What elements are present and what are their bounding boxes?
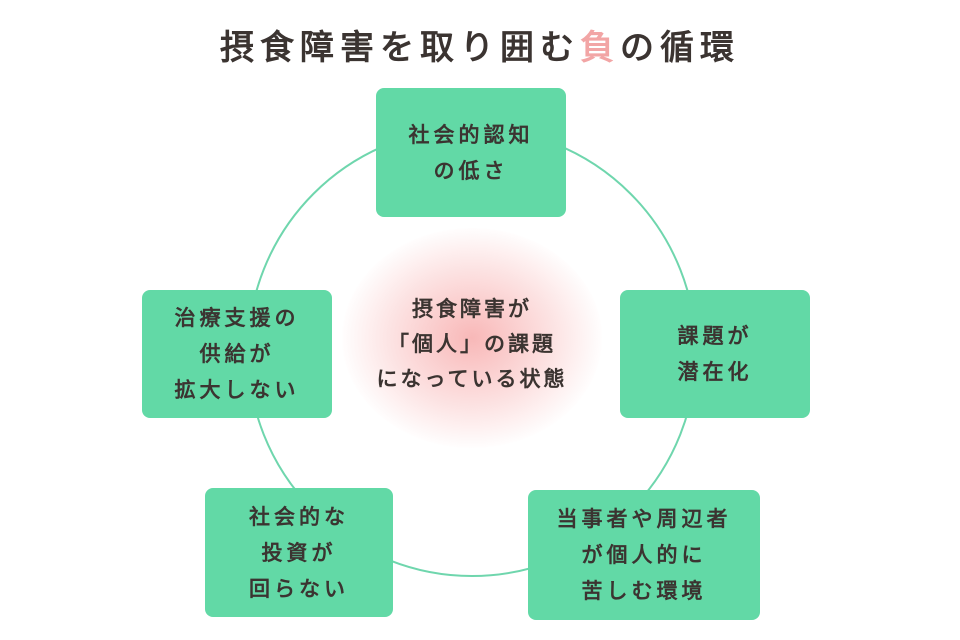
node-social-awareness: 社会的認知 の低さ — [376, 88, 566, 217]
title-text-end: の循環 — [620, 28, 740, 68]
center-glow — [342, 228, 602, 448]
center-label: 摂食障害が 「個人」の課題 になっている状態 — [342, 292, 602, 397]
title-highlight: 負 — [580, 28, 620, 68]
center-line: 摂食障害が — [412, 297, 532, 321]
node-social-investment: 社会的な 投資が 回らない — [205, 488, 393, 617]
node-treatment-supply: 治療支援の 供給が 拡大しない — [142, 290, 332, 418]
node-personal-suffering: 当事者や周辺者 が個人的に 苦しむ環境 — [528, 490, 760, 620]
center-line: になっている状態 — [376, 367, 568, 391]
node-hidden-issue: 課題が 潜在化 — [620, 290, 810, 418]
title-text: 摂食障害を取り囲む — [220, 28, 580, 68]
center-line: 「個人」の課題 — [388, 332, 556, 356]
diagram-title: 摂食障害を取り囲む負の循環 — [0, 20, 960, 69]
